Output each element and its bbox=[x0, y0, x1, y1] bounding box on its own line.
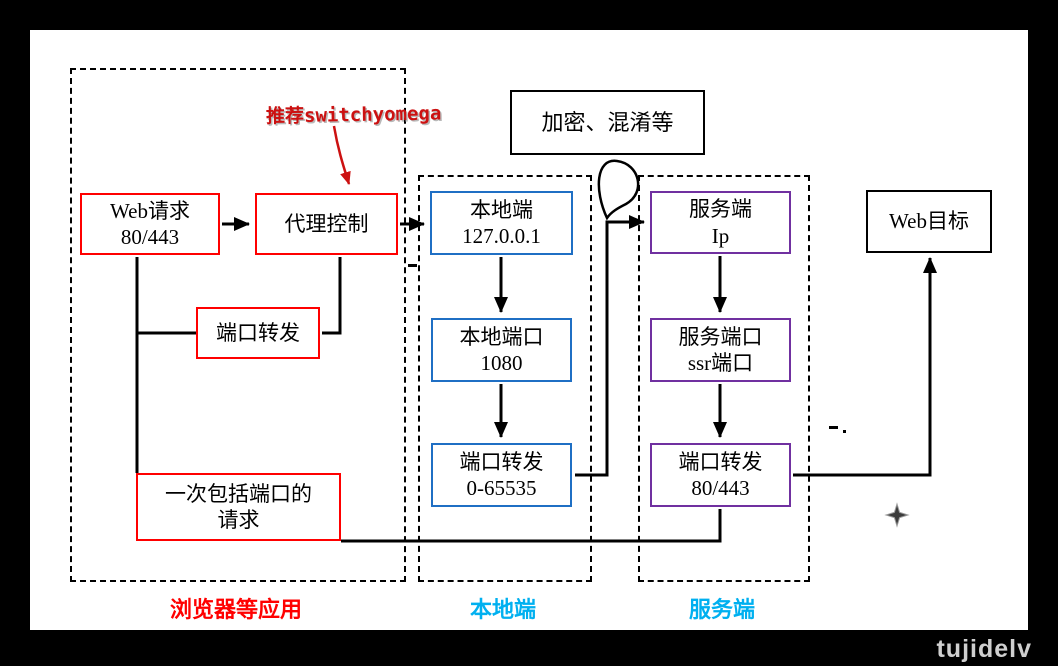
node-proxy-control: 代理控制 bbox=[255, 193, 398, 255]
node-line: ssr端口 bbox=[687, 351, 754, 375]
node-line: 服务端口 bbox=[678, 324, 763, 349]
group-label-local: 本地端 bbox=[469, 597, 537, 622]
node-line: Ip bbox=[711, 223, 730, 248]
annotation-switchyomega: 推荐switchyomega bbox=[265, 102, 442, 128]
node-line: 127.0.0.1 bbox=[462, 224, 541, 248]
node-full-request: 一次包括端口的 请求 bbox=[136, 473, 341, 541]
node-line: 端口转发 bbox=[459, 449, 544, 474]
group-label-browser: 浏览器等应用 bbox=[169, 597, 303, 622]
node-line: 代理控制 bbox=[284, 211, 369, 236]
watermark: tujidelv bbox=[936, 635, 1032, 663]
node-line: 端口转发 bbox=[216, 320, 300, 345]
node-web-request: Web请求 80/443 bbox=[80, 193, 220, 255]
node-line: 服务端 bbox=[689, 197, 752, 222]
node-line: 80/443 bbox=[691, 476, 750, 500]
node-line: 80/443 bbox=[120, 225, 180, 249]
node-web-target: Web目标 bbox=[866, 190, 992, 253]
node-encryption: 加密、混淆等 bbox=[510, 90, 705, 155]
group-label-server: 服务端 bbox=[688, 597, 756, 622]
node-server-ip: 服务端 Ip bbox=[650, 191, 791, 254]
group-browser-apps bbox=[70, 68, 406, 582]
node-line: Web目标 bbox=[889, 209, 969, 234]
node-local-endpoint: 本地端 127.0.0.1 bbox=[430, 191, 573, 255]
node-server-port: 服务端口 ssr端口 bbox=[650, 318, 791, 382]
node-line: 一次包括端口的 bbox=[165, 481, 312, 506]
node-server-forward: 端口转发 80/443 bbox=[650, 443, 791, 507]
node-line: 加密、混淆等 bbox=[541, 109, 674, 135]
node-line: 0-65535 bbox=[466, 476, 537, 500]
node-port-forward-browser: 端口转发 bbox=[196, 307, 320, 359]
node-line: Web请求 bbox=[110, 198, 190, 223]
node-line: 本地端 bbox=[470, 197, 533, 222]
node-local-forward: 端口转发 0-65535 bbox=[431, 443, 572, 507]
node-line: 本地端口 bbox=[459, 324, 544, 349]
node-line: 1080 bbox=[480, 351, 523, 375]
node-line: 请求 bbox=[217, 508, 260, 532]
node-local-port: 本地端口 1080 bbox=[431, 318, 572, 382]
node-line: 端口转发 bbox=[678, 449, 763, 474]
